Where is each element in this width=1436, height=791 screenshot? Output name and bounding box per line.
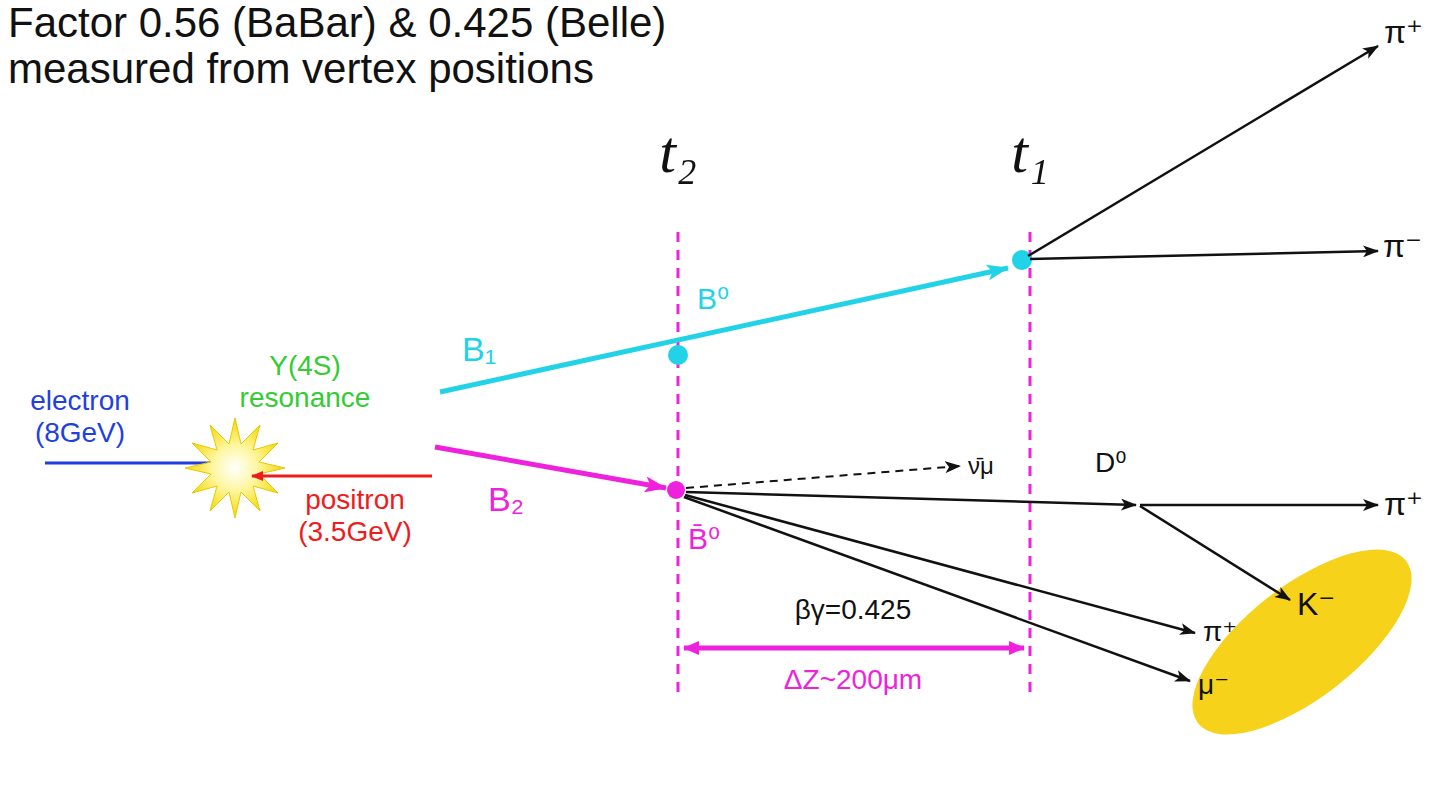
particle-label: π⁻ bbox=[1383, 228, 1422, 265]
particle-label: π⁺ bbox=[1384, 14, 1423, 51]
boost-label: βγ=0.425 bbox=[758, 594, 948, 626]
particle-label: ν̄μ bbox=[968, 452, 994, 480]
meson-label: B⁰ bbox=[697, 282, 729, 317]
meson-label: B₁ bbox=[462, 330, 496, 369]
resonance-label: Υ(4S) resonance bbox=[230, 350, 380, 414]
meson-label: B̄⁰ bbox=[688, 522, 720, 557]
beam-label: electron (8GeV) bbox=[10, 385, 150, 449]
meson-label: B₂ bbox=[488, 480, 524, 519]
distance-label: ΔZ~200μm bbox=[748, 664, 958, 696]
particle-label: π⁺ bbox=[1203, 616, 1237, 648]
time-label: t₁ bbox=[990, 118, 1070, 187]
beam-label: positron (3.5GeV) bbox=[285, 484, 425, 548]
slide-title: Factor 0.56 (BaBar) & 0.425 (Belle) meas… bbox=[8, 0, 768, 92]
time-label: t₂ bbox=[638, 118, 718, 187]
particle-label: K⁻ bbox=[1297, 586, 1335, 623]
particle-label: μ⁻ bbox=[1198, 669, 1229, 701]
particle-label: D⁰ bbox=[1095, 447, 1126, 479]
particle-label: π⁺ bbox=[1384, 486, 1423, 523]
